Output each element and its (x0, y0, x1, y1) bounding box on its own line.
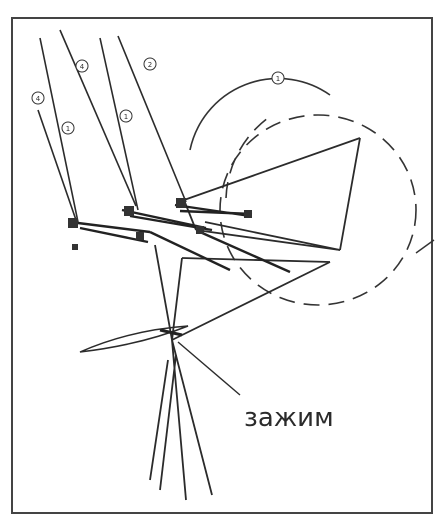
marker-2: 4 (75, 59, 89, 73)
frame-border (11, 17, 433, 514)
clamp-label: зажим (244, 403, 334, 433)
marker-6: 1 (271, 71, 285, 85)
rotation-circle (189, 77, 417, 306)
marker-5: 2 (143, 57, 157, 71)
lower-rods (149, 339, 213, 501)
markers: 4 4 1 1 2 1 (31, 57, 285, 135)
marker-3: 1 (61, 121, 75, 135)
label-leader (177, 341, 241, 396)
svg-text:4: 4 (36, 95, 41, 103)
svg-text:2: 2 (148, 61, 152, 69)
marker-1: 4 (31, 91, 45, 105)
svg-text:1: 1 (276, 75, 280, 83)
marker-4: 1 (119, 109, 133, 123)
svg-text:4: 4 (80, 63, 85, 71)
leader-line-right (415, 239, 435, 254)
svg-text:1: 1 (124, 113, 128, 121)
blade-hub (159, 328, 183, 337)
clamp-blocks (68, 198, 252, 250)
blade-shape (79, 325, 189, 353)
mechanism-frame (154, 137, 361, 341)
rods (37, 29, 187, 223)
svg-text:1: 1 (66, 125, 70, 133)
